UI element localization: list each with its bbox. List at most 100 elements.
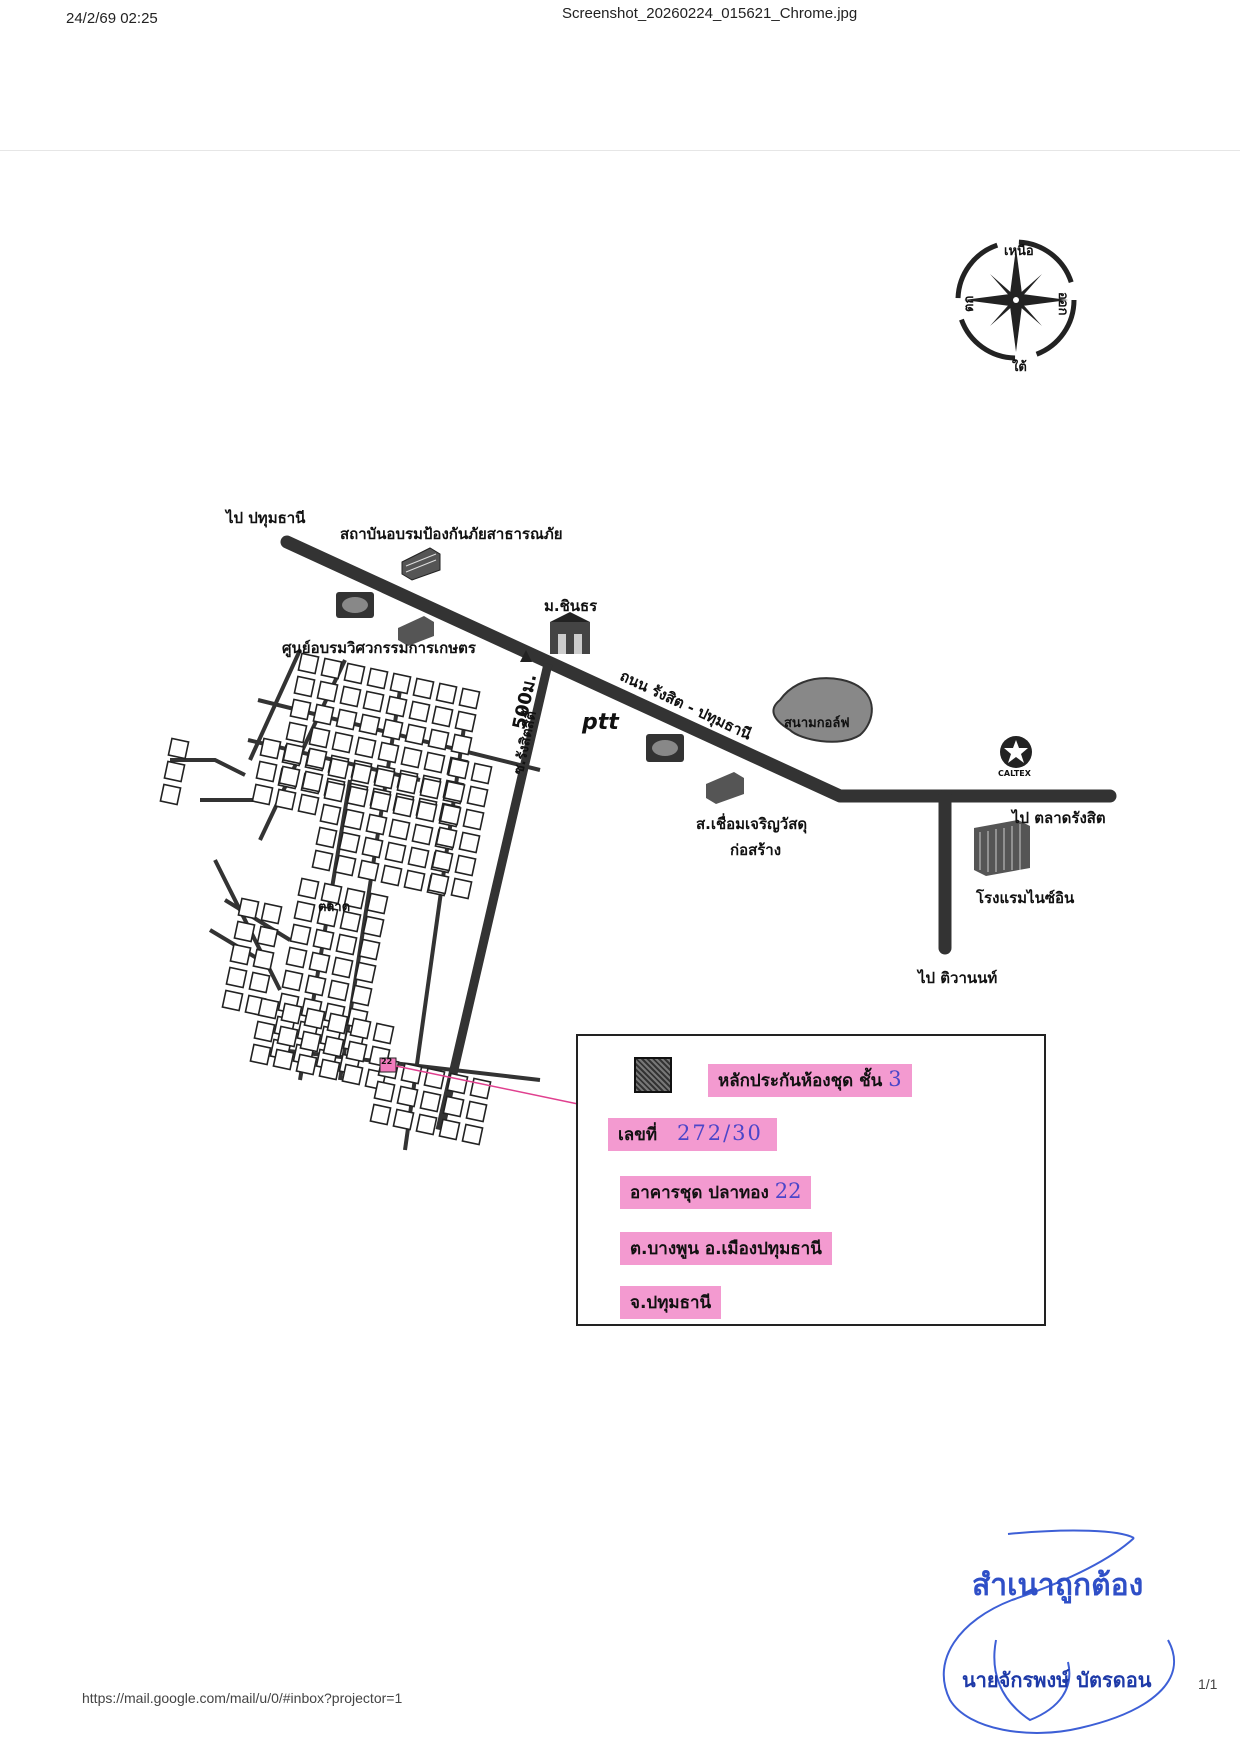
plot-square [447,757,470,780]
plot-square [396,1085,419,1108]
plot-square [278,765,301,788]
plot-square [408,700,431,723]
plot-square [384,841,407,864]
plot-square [341,1063,364,1086]
print-url: https://mail.google.com/mail/u/0/#inbox?… [82,1690,403,1706]
plot-square [305,747,328,770]
plot-square [319,803,342,826]
legend-collateral-text: หลักประกันห้องชุด ชั้น [718,1071,883,1091]
legend-swatch [634,1057,672,1093]
legend-building-label: อาคารชุด ปลาทอง [630,1183,769,1203]
label-materials-1: ส.เชื่อมเจริญวัสดุ [696,815,808,833]
plot-square [252,948,275,971]
plot-square [446,1072,469,1095]
plot-square [358,713,381,736]
leader-line [395,1065,579,1105]
plot-square [312,703,335,726]
legend-building: อาคารชุด ปลาทอง 22 [620,1176,812,1209]
legend-building-value: 22 [774,1179,802,1203]
plot-square [260,902,283,925]
legend-number-value: 272/30 [676,1121,763,1145]
label-to-talad-rangsit: ไป ตลาดรังสิต [1012,809,1106,827]
stamp-name: นายจักรพงษ์ บัตรดอน [962,1668,1152,1692]
plot-square [345,1040,368,1063]
plot-square [462,808,485,831]
plot-square [349,1017,372,1040]
plot-square [392,795,415,818]
building-icon [401,547,441,581]
plot-square [331,731,354,754]
plot-square [392,1108,415,1131]
stamp-certified: สำเนาถูกต้อง [972,1568,1144,1603]
plot-square [419,777,442,800]
plot-square [362,690,385,713]
legend-number: เลขที่ 272/30 [608,1118,777,1151]
plot-square [415,1113,438,1136]
plot-square [404,723,427,746]
building-icon [398,616,434,646]
building-icon [706,772,744,804]
gas-station-icon [646,734,684,762]
plot-square [412,677,435,700]
plot-square [334,854,357,877]
plot-square [389,672,412,695]
label-hotel: โรงแรมไนซ์อิน [976,889,1075,907]
plot-square [248,971,271,994]
plot-square [358,938,381,961]
plot-square [301,770,324,793]
signature-scribble [942,1529,1175,1734]
plot-square [458,687,481,710]
plot-square [461,1123,484,1146]
plot-square [466,785,489,808]
plot-square [454,710,477,733]
plot-square [323,780,346,803]
hotel-icon [974,820,1030,876]
plot-square [308,951,331,974]
plot-square [274,788,297,811]
plot-square [423,1067,446,1090]
plot-square [350,762,373,785]
plot-square [335,933,358,956]
compass-east-label: ออก [1055,292,1070,316]
plot-square [297,652,320,675]
plot-square [369,1103,392,1126]
compass-icon [955,239,1077,361]
plot-square [343,887,366,910]
label-materials-2: ก่อสร้าง [730,841,782,859]
plot-square [465,1100,488,1123]
legend-subdistrict: ต.บางพูน อ.เมืองปทุมธานี [620,1232,832,1265]
compass-north-label: เหนือ [1004,244,1034,259]
plot-square [253,1020,276,1043]
plot-square [361,836,384,859]
plot-square [435,826,458,849]
arrow-icon [520,650,532,662]
plot-square [407,846,430,869]
plot-square [293,675,316,698]
plot-square [431,849,454,872]
plot-square [388,818,411,841]
plot-square [163,760,186,783]
legend-number-label: เลขที่ [618,1125,658,1145]
plot-square [256,925,279,948]
plot-square [438,1118,461,1141]
label-to-pathum-thani: ไป ปทุมธานี [226,509,306,527]
plot-square [339,910,362,933]
caltex-star-icon [1000,736,1032,768]
plot-square [331,956,354,979]
plot-square [373,1080,396,1103]
plot-square [385,695,408,718]
plot-square [299,1030,322,1053]
compass-west-label: ตก [962,295,977,312]
plot-square [458,831,481,854]
plot-square [280,1002,303,1025]
legend-province: จ.ปทุมธานี [620,1286,722,1319]
plot-square [316,905,339,928]
plot-square [282,742,305,765]
plot-square [285,946,308,969]
plot-square [251,783,274,806]
plot-square [439,803,462,826]
plot-square [221,989,244,1012]
plot-square [354,736,377,759]
plot-grid [159,652,493,1146]
